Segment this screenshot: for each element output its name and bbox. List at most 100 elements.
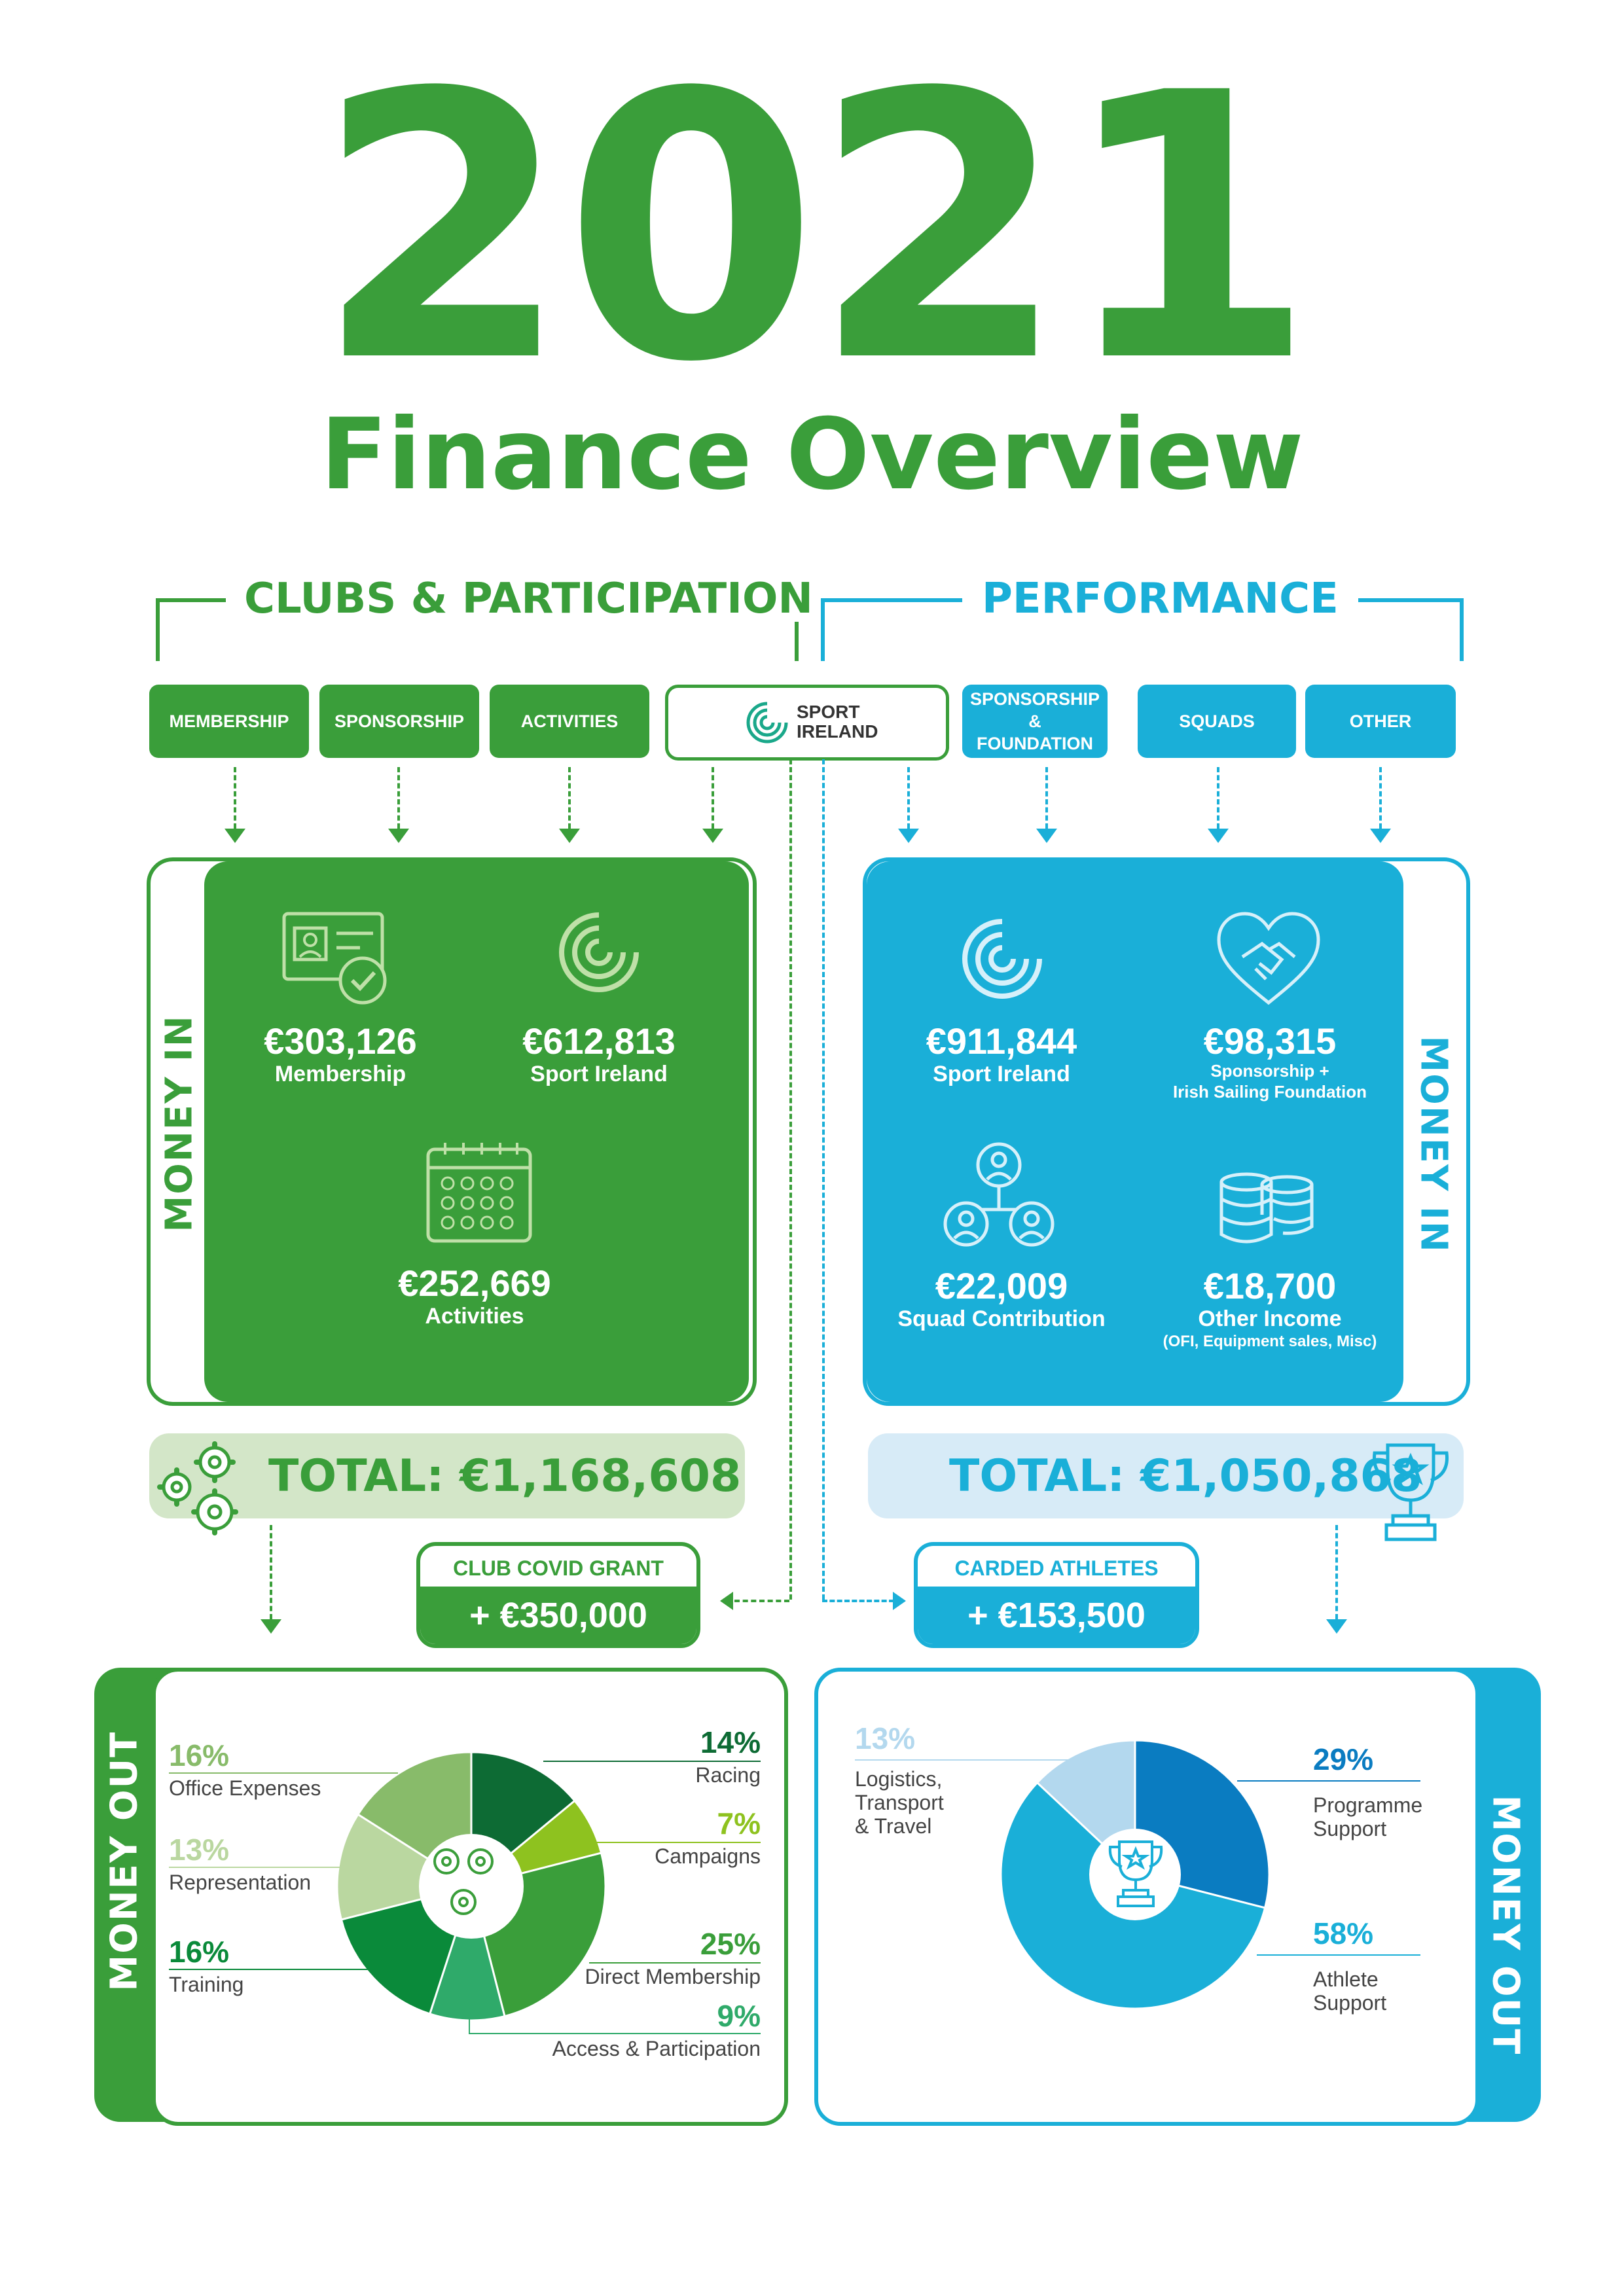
coins-stack-icon (1219, 1172, 1314, 1244)
clubs-line-access-vertical (469, 2013, 470, 2034)
club-covid-grant-value: + €350,000 (420, 1587, 696, 1644)
performance-money-in-outline (863, 857, 1470, 1406)
clubs-pie-slice-6 (428, 1882, 506, 2022)
performance-label-other: Other Income (1198, 1306, 1342, 1331)
carded-athletes-value: + €153,500 (918, 1587, 1195, 1644)
connector-other (1379, 767, 1382, 829)
carded-athletes-title: CARDED ATHLETES (954, 1556, 1159, 1580)
clubs-cat-office: Office Expenses (169, 1776, 321, 1800)
connector-sponsorship-foundation (1045, 767, 1048, 829)
gears-icon (157, 1441, 238, 1535)
perf-pct-athlete: 58% (1313, 1916, 1374, 1950)
sport-ireland-swirl-icon (746, 702, 788, 744)
perf-line-logistics (855, 1759, 1084, 1761)
arrow-other (1370, 829, 1391, 843)
connector-grant-horizontal (734, 1600, 789, 1602)
clubs-pct-campaigns: 7% (717, 1806, 761, 1840)
arrow-performance-out (1326, 1619, 1347, 1634)
clubs-label-sport-ireland: Sport Ireland (530, 1062, 668, 1086)
perf-cat-athlete-1: Athlete (1313, 1967, 1379, 1991)
clubs-money-out-label: MONEY OUT (103, 1731, 146, 1992)
clubs-pct-representation: 13% (169, 1833, 230, 1867)
perf-pct-logistics: 13% (855, 1721, 916, 1755)
source-sponsorship-foundation: SPONSORSHIP & FOUNDATION (962, 685, 1108, 758)
arrow-activities (559, 829, 580, 843)
clubs-pie-center (419, 1834, 524, 1939)
gears-icon (433, 1848, 494, 1915)
id-card-check-icon (282, 912, 387, 1005)
performance-sub-sponsorship: Irish Sailing Foundation (1172, 1082, 1367, 1102)
performance-label-squads: Squad Contribution (897, 1306, 1106, 1331)
arrow-clubs-out (261, 1619, 281, 1634)
connector-sport-ireland-clubs (712, 767, 714, 829)
performance-amount-sponsorship: €98,315 (1203, 1020, 1337, 1062)
arrow-right-carded (893, 1592, 906, 1610)
clubs-cat-access: Access & Participation (552, 2037, 761, 2060)
sport-ireland-swirl-icon (962, 919, 1042, 999)
clubs-label-activities: Activities (425, 1304, 524, 1329)
clubs-money-in-outline (147, 857, 757, 1406)
connector-sport-ireland-carded (822, 759, 825, 1600)
connector-membership (234, 767, 236, 829)
club-covid-grant-box: CLUB COVID GRANT + €350,000 (416, 1542, 700, 1648)
perf-cat-logistics-3: & Travel (855, 1814, 932, 1838)
connector-sponsorship (397, 767, 400, 829)
performance-money-in-label: MONEY IN (1412, 1035, 1455, 1253)
connector-clubs-out (270, 1525, 272, 1619)
sport-ireland-logo-line1: SPORT (797, 702, 860, 722)
perf-line-programme (1237, 1780, 1420, 1782)
connector-sport-ireland-grant (789, 759, 792, 1600)
connector-activities (568, 767, 571, 829)
arrow-membership (225, 829, 245, 843)
calendar-icon (426, 1143, 532, 1243)
clubs-cat-direct: Direct Membership (585, 1965, 761, 1988)
connector-squads (1217, 767, 1219, 829)
connector-performance-out (1335, 1525, 1338, 1619)
performance-section-title: PERFORMANCE (962, 576, 1358, 622)
performance-money-out-label: MONEY OUT (1484, 1795, 1527, 2056)
clubs-line-access (469, 2033, 761, 2034)
clubs-section-title: CLUBS & PARTICIPATION (226, 576, 831, 622)
arrow-left-grant (720, 1592, 733, 1610)
clubs-cat-training: Training (169, 1973, 244, 1996)
clubs-line-racing (543, 1761, 761, 1762)
clubs-money-in-label: MONEY IN (158, 1014, 201, 1232)
perf-cat-programme-1: Programme (1313, 1793, 1423, 1817)
arrow-sponsorship (388, 829, 409, 843)
year-title: 2021 (315, 16, 1316, 442)
connector-sport-ireland-performance (907, 767, 910, 829)
club-covid-grant-title: CLUB COVID GRANT (453, 1556, 664, 1580)
sport-ireland-logo-line2: IRELAND (797, 721, 878, 742)
arrow-sport-ireland-clubs (702, 829, 723, 843)
performance-label-sponsorship: Sponsorship + (1210, 1061, 1329, 1081)
clubs-cat-campaigns: Campaigns (655, 1844, 761, 1868)
source-sponsorship: SPONSORSHIP (319, 685, 479, 758)
trophy-icon (1373, 1443, 1449, 1541)
clubs-amount-sport-ireland: €612,813 (522, 1020, 676, 1062)
people-network-icon (943, 1142, 1055, 1247)
clubs-pct-direct: 25% (700, 1927, 761, 1961)
clubs-pct-racing: 14% (700, 1725, 761, 1759)
clubs-amount-membership: €303,126 (264, 1020, 417, 1062)
performance-amount-sport-ireland: €911,844 (926, 1020, 1077, 1062)
clubs-pct-training: 16% (169, 1935, 230, 1969)
arrow-sponsorship-foundation (1036, 829, 1057, 843)
perf-pct-programme: 29% (1313, 1742, 1374, 1776)
clubs-label-membership: Membership (274, 1062, 406, 1086)
page-subtitle: Finance Overview (320, 398, 1304, 512)
perf-cat-logistics-2: Transport (855, 1791, 944, 1814)
clubs-total-pill (149, 1433, 745, 1518)
perf-pie-center (1089, 1829, 1181, 1920)
clubs-amount-activities: €252,669 (398, 1263, 551, 1304)
clubs-line-representation (169, 1867, 352, 1868)
perf-cat-logistics-1: Logistics, (855, 1767, 943, 1791)
heart-handshake-icon (1217, 912, 1320, 1005)
performance-sub-other: (OFI, Equipment sales, Misc) (1163, 1333, 1377, 1350)
trophy-icon (1108, 1840, 1163, 1907)
arrow-sport-ireland-performance (898, 829, 919, 843)
sport-ireland-swirl-icon (559, 912, 639, 992)
clubs-pct-access: 9% (717, 1999, 761, 2033)
clubs-line-direct (589, 1962, 761, 1964)
performance-amount-other: €18,700 (1203, 1265, 1337, 1306)
carded-athletes-box: CARDED ATHLETES + €153,500 (914, 1542, 1199, 1648)
